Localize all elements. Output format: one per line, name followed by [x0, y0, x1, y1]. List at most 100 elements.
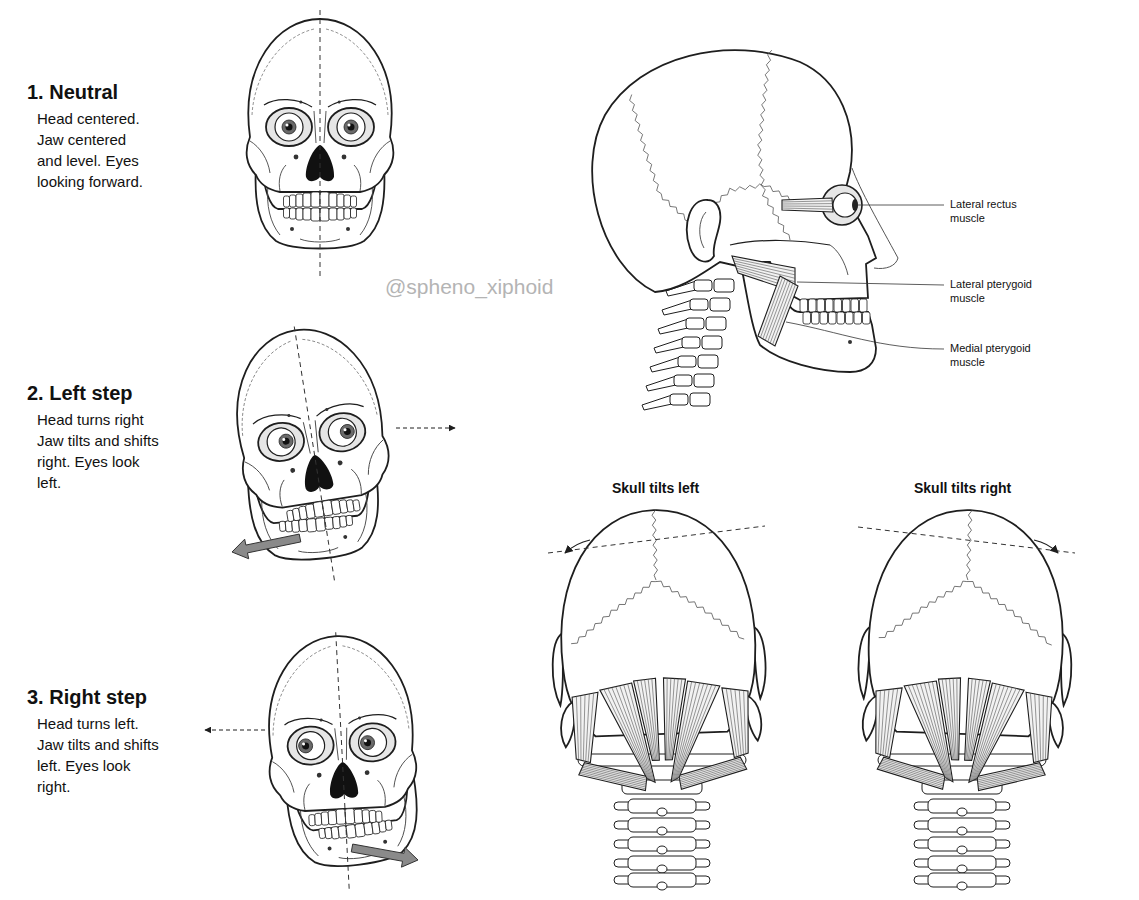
upper-tooth: [362, 810, 370, 823]
rectus-capitis-minor-fibre: [645, 679, 656, 760]
eye-socket: [287, 725, 335, 765]
obliquus-capitis-superior-fibre: [576, 696, 578, 759]
lower-tooth: [846, 312, 854, 324]
eyeball: [326, 416, 358, 448]
nasal-bone: [324, 111, 326, 143]
leader-line: [786, 322, 944, 349]
cheek-line: [370, 141, 390, 173]
temporal-line: [229, 341, 304, 436]
rectus-capitis-minor-fibre: [668, 679, 684, 760]
lower-tooth: [320, 208, 329, 221]
eye-socket: [266, 108, 312, 146]
lower-tooth: [820, 312, 828, 324]
obliquus-capitis-superior-fibre: [586, 693, 596, 762]
muscle-label: Medial pterygoid muscle: [950, 341, 1045, 369]
obliquus-capitis-inferior-outline: [877, 757, 946, 789]
obliquus-capitis-inferior: [578, 761, 647, 793]
upper-tooth: [329, 193, 337, 207]
cranium: [592, 50, 876, 300]
spinous-process: [957, 865, 967, 873]
step-description: Head centered. Jaw centered and level. E…: [37, 108, 145, 192]
obliquus-capitis-inferior-fibre: [580, 771, 646, 791]
pupil: [348, 124, 355, 131]
obliquus-capitis-inferior: [977, 761, 1046, 793]
spinous-process: [642, 395, 672, 410]
tilt-arrow: [1034, 540, 1058, 553]
iris: [282, 120, 296, 134]
jaw-line: [353, 491, 370, 542]
upper-tooth: [817, 299, 825, 312]
spinous-process: [957, 882, 967, 890]
temporal-line: [252, 29, 314, 115]
lower-tooth: [299, 519, 308, 532]
pupil: [343, 427, 351, 435]
cervical-vertebra: [914, 856, 1010, 873]
eye-socket: [317, 410, 368, 455]
eyeball: [265, 426, 297, 458]
obliquus-capitis-inferior-fibre: [680, 766, 746, 786]
maxilla-line: [279, 165, 286, 191]
step-description: Head turns left. Jaw tilts and shifts le…: [37, 713, 159, 797]
pupil: [364, 739, 371, 746]
obliquus-capitis-superior-fibre: [878, 690, 880, 753]
spinous-process: [662, 300, 692, 315]
spinous-process: [646, 376, 676, 391]
rectus-capitis-minor-outline: [936, 677, 962, 760]
rectus-capitis-minor-fibre: [637, 680, 653, 761]
mental-foramen: [383, 840, 387, 844]
suboccipital-muscles: [873, 675, 962, 790]
lateral-pterygoid-muscle-fibre: [735, 263, 795, 278]
infraorbital-foramen: [365, 770, 370, 775]
cervical-vertebra: [914, 818, 1010, 835]
obliquus-capitis-superior-fibre: [885, 689, 893, 757]
eyeball: [275, 113, 303, 141]
upper-tooth: [337, 194, 344, 207]
maxilla-line: [303, 784, 311, 810]
chin-line: [298, 548, 338, 554]
obliquus-capitis-inferior-fibre: [978, 771, 1044, 791]
upper-tooth: [834, 299, 842, 312]
spinous-process: [657, 846, 667, 854]
obliquus-capitis-inferior: [678, 757, 747, 789]
midline: [294, 326, 335, 583]
eyeball: [337, 113, 365, 141]
upper-tooth: [303, 193, 311, 207]
medial-pterygoid-muscle-fibre: [760, 277, 782, 337]
obliquus-capitis-inferior-fibre: [877, 768, 943, 788]
rectus-capitis-minor-fibre: [947, 679, 958, 760]
skull-head: [547, 506, 769, 793]
articular-pillar: [674, 375, 692, 386]
upper-tooth: [296, 194, 303, 207]
lower-tooth: [346, 515, 353, 525]
maxilla-line: [277, 480, 288, 507]
brow-ridge: [284, 717, 332, 727]
step-description: Head turns right Jaw tilts and shifts ri…: [37, 409, 159, 493]
upper-tooth: [809, 299, 817, 312]
rectus-capitis-minor-outline: [662, 677, 688, 760]
obliquus-capitis-superior-outline: [722, 687, 750, 758]
watermark: @spheno_xiphoid: [385, 274, 553, 299]
obliquus-capitis-superior-fibre: [883, 689, 889, 755]
eyeball: [358, 728, 387, 757]
articular-pillar: [682, 337, 700, 348]
cervical-vertebra: [614, 799, 710, 816]
lateral-skull: [592, 50, 944, 410]
leader-line: [797, 282, 944, 285]
upper-tooth: [369, 810, 376, 822]
eye-glint: [343, 428, 346, 431]
vertebral-body: [694, 374, 714, 387]
rectus-capitis-minor-fibre: [970, 680, 986, 761]
upper-tooth: [826, 299, 834, 312]
obliquus-capitis-superior-outline: [572, 692, 600, 763]
rectus-capitis-minor-fibre: [943, 679, 957, 760]
nasal-bone: [314, 111, 316, 143]
lower-tooth: [290, 208, 297, 219]
cervical-vertebra: [646, 374, 714, 391]
brow-ridge: [264, 100, 312, 107]
zygomatic-arch: [730, 240, 830, 245]
lambdoid-suture: [569, 578, 744, 645]
spinous-process: [957, 827, 967, 835]
midline: [336, 632, 350, 892]
mental-foramen: [346, 227, 350, 231]
